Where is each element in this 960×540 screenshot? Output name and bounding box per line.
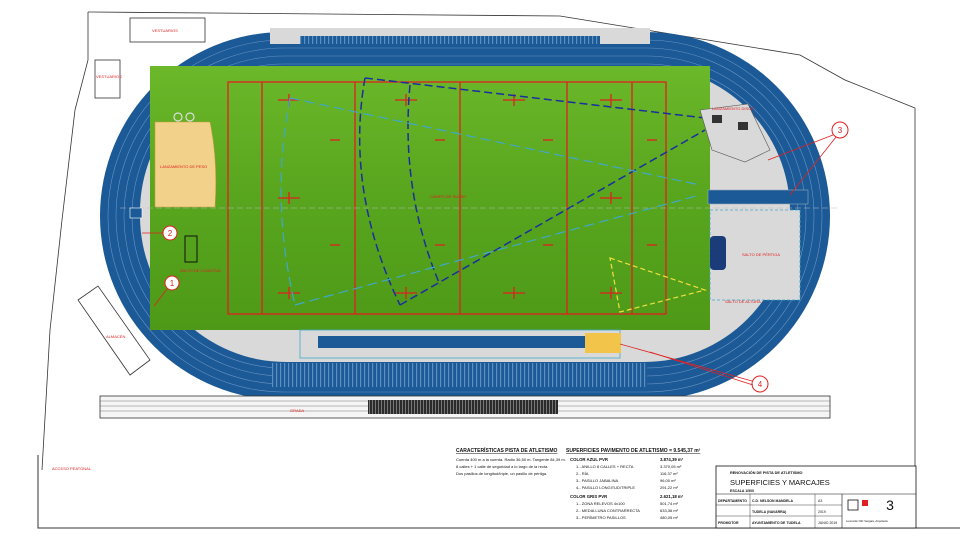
svg-text:C.D. NELSON MANDELA: C.D. NELSON MANDELA <box>752 499 794 503</box>
field-label: CAMPO DE RUGBY <box>430 194 467 199</box>
svg-text:CARACTERÍSTICAS PISTA DE ATLET: CARACTERÍSTICAS PISTA DE ATLETISMO <box>456 446 558 454</box>
svg-text:2.621,18 m²: 2.621,18 m² <box>660 494 684 499</box>
svg-text:3.- PASILLO JABALINA: 3.- PASILLO JABALINA <box>576 478 618 483</box>
svg-text:501,74 m²: 501,74 m² <box>660 501 679 506</box>
svg-text:3.370,05 m²: 3.370,05 m² <box>660 464 682 469</box>
north-straight-stripes <box>300 36 600 44</box>
svg-text:ESCALA 1/500: ESCALA 1/500 <box>730 489 754 493</box>
long-jump-pit <box>184 235 198 263</box>
salto-altura-label: SALTO DE ALTURA <box>725 299 761 304</box>
site-boundary-west <box>41 12 89 471</box>
svg-text:2: 2 <box>168 229 173 238</box>
callout-1: 1 <box>153 275 180 307</box>
shot-put-sector <box>154 121 217 208</box>
svg-text:2019: 2019 <box>818 510 826 514</box>
throwing-sector-blue <box>358 77 706 306</box>
shot-put-circle-1 <box>173 112 183 122</box>
svg-text:Leonardo Oliz Vergara, Arquite: Leonardo Oliz Vergara, Arquitecto <box>846 519 888 523</box>
svg-text:1: 1 <box>170 279 175 288</box>
svg-text:3: 3 <box>838 126 843 135</box>
grada-label: GRADA <box>290 408 305 413</box>
svg-text:4: 4 <box>758 380 763 389</box>
svg-text:4.- PASILLO LONGITUD/TRIPLE: 4.- PASILLO LONGITUD/TRIPLE <box>576 485 635 490</box>
svg-text:JUNIO 2019: JUNIO 2019 <box>818 521 837 525</box>
svg-text:TUDELA (NAVARRA): TUDELA (NAVARRA) <box>752 510 786 514</box>
svg-text:COLOR AZUL PVR: COLOR AZUL PVR <box>570 457 609 462</box>
throwing-sector-cyan <box>280 97 701 306</box>
callout-3: 3 <box>767 121 849 196</box>
site-boundary <box>88 11 916 470</box>
salto-pertiga-label: SALTO DE PÉRTIGA <box>742 252 780 257</box>
svg-text:SUPERFICIES Y MARCAJES: SUPERFICIES Y MARCAJES <box>730 478 830 487</box>
svg-text:480,05 m²: 480,05 m² <box>660 515 679 520</box>
south-runway <box>318 336 608 348</box>
svg-text:Cuerda 400 m a la cuerda. Radi: Cuerda 400 m a la cuerda. Radio 36,50 m.… <box>456 457 566 462</box>
characteristics-block: CARACTERÍSTICAS PISTA DE ATLETISMO Cuerd… <box>456 446 566 476</box>
almacen-label: ALMACÉN <box>106 334 125 339</box>
estacionamiento-label: VESTUARIOS <box>96 74 122 79</box>
svg-text:96,00 m²: 96,00 m² <box>660 478 676 483</box>
svg-text:2.- MEDIA LUNA CONTRARRECTA: 2.- MEDIA LUNA CONTRARRECTA <box>576 508 640 513</box>
svg-text:3.- PERÍMETRO PASILLOS: 3.- PERÍMETRO PASILLOS <box>576 515 626 520</box>
pole-vault-mat <box>710 236 726 270</box>
frame-line <box>37 455 960 529</box>
lanzamiento-disco-label: LANZAMIENTO DISCO <box>712 106 754 111</box>
vestuarios-label: VESTUARIOS <box>152 28 178 33</box>
rugby-pitch-lines <box>227 81 667 315</box>
svg-text:PROMOTOR: PROMOTOR <box>718 521 739 525</box>
shot-put-label: LANZAMIENTO DE PESO <box>160 164 207 169</box>
discus-sector <box>609 257 708 313</box>
title-block: RENOVACIÓN DE PISTA DE ATLETISMO SUPERFI… <box>715 465 917 529</box>
cage-net-1 <box>712 115 722 123</box>
acceso-label: ACCESO PEATONAL <box>52 466 92 471</box>
svg-text:116,37 m²: 116,37 m² <box>660 471 678 476</box>
svg-text:Dos pasillos de longitud/tripl: Dos pasillos de longitud/triple, un pasi… <box>456 471 547 476</box>
javelin-runway <box>707 189 809 205</box>
svg-text:633,36 m²: 633,36 m² <box>660 508 679 513</box>
svg-text:A3: A3 <box>818 499 822 503</box>
svg-text:1.- ZONA RELEVOS 4x100: 1.- ZONA RELEVOS 4x100 <box>576 501 625 506</box>
svg-text:SUPERFICIES PAVIMENTO DE ATLET: SUPERFICIES PAVIMENTO DE ATLETISMO = 9.5… <box>566 448 701 454</box>
svg-text:3.874,39 m²: 3.874,39 m² <box>660 457 684 462</box>
svg-text:2.- RÍA: 2.- RÍA <box>576 471 589 476</box>
svg-text:AYUNTAMIENTO DE TUDELA: AYUNTAMIENTO DE TUDELA <box>752 521 801 525</box>
east-building <box>94 59 121 99</box>
svg-text:1.- ANILLO 8 CALLES + RECTA: 1.- ANILLO 8 CALLES + RECTA <box>576 464 634 469</box>
surfaces-block: SUPERFICIES PAVIMENTO DE ATLETISMO = 9.5… <box>566 448 701 520</box>
callout-4: 4 <box>619 343 769 393</box>
south-stands-stripes <box>272 363 647 387</box>
svg-text:COLOR GRIS PVR: COLOR GRIS PVR <box>570 494 608 499</box>
svg-text:291,22 m²: 291,22 m² <box>660 485 679 490</box>
steeplechase-water <box>129 207 143 219</box>
vestuarios-building <box>129 17 206 43</box>
almacen-building <box>77 285 151 376</box>
grandstand-roof <box>368 400 558 414</box>
runway-pit <box>585 333 621 353</box>
salto-longitud-label: SALTO DE LONGITUD <box>180 268 221 273</box>
callout-2: 2 <box>142 225 178 241</box>
cage-net-2 <box>738 122 748 130</box>
svg-text:8 calles + 1 calle de segurida: 8 calles + 1 calle de seguridad a lo lar… <box>456 464 548 469</box>
svg-text:RENOVACIÓN DE PISTA DE ATLETIS: RENOVACIÓN DE PISTA DE ATLETISMO <box>730 470 803 475</box>
svg-text:DEPARTAMENTO: DEPARTAMENTO <box>718 499 747 503</box>
shot-put-circle-2 <box>185 112 195 122</box>
svg-text:3: 3 <box>886 497 894 513</box>
